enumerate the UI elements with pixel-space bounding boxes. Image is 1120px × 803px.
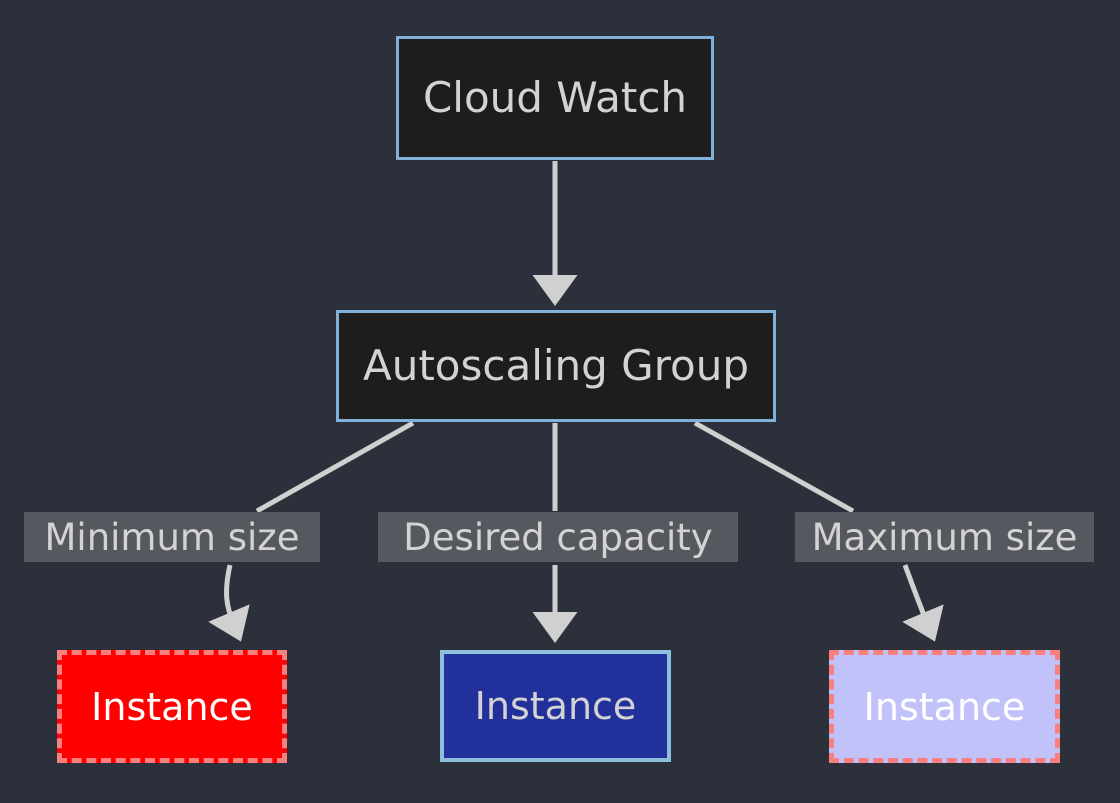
- node-autoscaling-group[interactable]: Autoscaling Group: [336, 310, 776, 422]
- node-instance-minimum-label: Instance: [91, 684, 253, 729]
- node-instance-maximum-label: Instance: [863, 684, 1026, 729]
- node-cloud-watch-label: Cloud Watch: [422, 73, 688, 122]
- edge-label-maximum-size: Maximum size: [795, 512, 1094, 562]
- edge-label-minimum-size: Minimum size: [24, 512, 320, 562]
- node-instance-desired[interactable]: Instance: [440, 650, 671, 762]
- node-instance-maximum[interactable]: Instance: [829, 650, 1060, 763]
- node-instance-minimum[interactable]: Instance: [57, 650, 287, 763]
- node-instance-desired-label: Instance: [474, 684, 637, 728]
- edge-label-desired-capacity: Desired capacity: [378, 512, 738, 562]
- node-cloud-watch[interactable]: Cloud Watch: [396, 36, 714, 160]
- node-autoscaling-group-label: Autoscaling Group: [362, 341, 750, 390]
